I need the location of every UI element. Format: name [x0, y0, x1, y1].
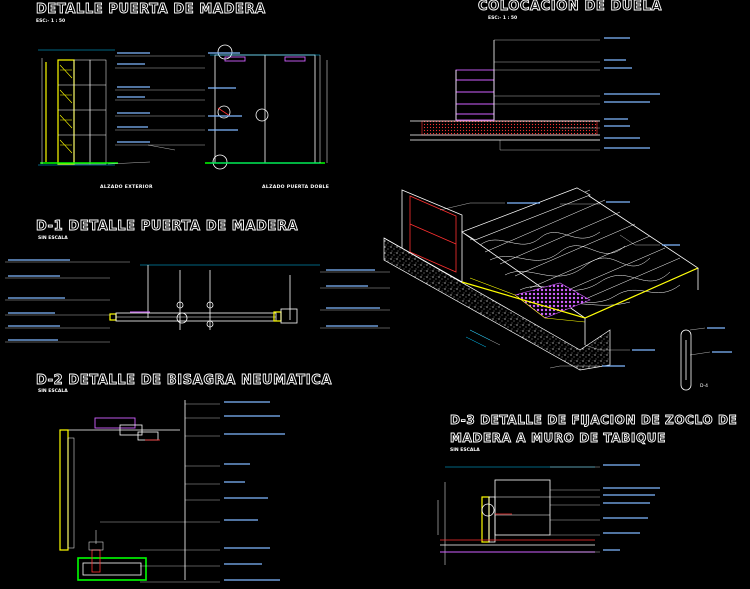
drawing-colocacion-duela	[410, 39, 600, 151]
caption-alzado-exterior: ALZADO EXTERIOR	[100, 184, 153, 190]
scale-d3: SIN ESCALA	[450, 447, 480, 453]
scale-d2: SIN ESCALA	[38, 388, 68, 394]
title-colocacion-duela: COLOCACION DE DUELA	[478, 0, 662, 14]
title-detalle-puerta: DETALLE PUERTA DE MADERA	[36, 2, 266, 17]
section-d2: D-2 DETALLE DE BISAGRA NEUMATICA SIN ESC…	[36, 373, 332, 583]
section-d1: D-1 DETALLE PUERTA DE MADERA SIN ESCALA	[5, 219, 390, 343]
annotation-marks	[8, 37, 732, 581]
tag-d4: D-4	[700, 383, 708, 389]
drawing-isometric-floor	[383, 187, 699, 371]
scale-colocacion-duela: ESC:- 1 : 50	[488, 15, 517, 21]
caption-alzado-puerta-doble: ALZADO PUERTA DOBLE	[262, 184, 329, 190]
title-d3-line1: D-3 DETALLE DE FIJACION DE ZOCLO DE	[450, 413, 737, 427]
drawing-d4: D-4	[680, 327, 711, 391]
drawing-d2-hinge	[59, 400, 220, 583]
drawing-alzado-puerta-doble	[205, 44, 328, 170]
title-d2: D-2 DETALLE DE BISAGRA NEUMATICA	[36, 373, 332, 388]
title-d1: D-1 DETALLE PUERTA DE MADERA	[36, 219, 298, 234]
drawing-d1-door-section	[5, 261, 390, 343]
section-d3: D-3 DETALLE DE FIJACION DE ZOCLO DE MADE…	[437, 413, 737, 565]
scale-detalle-puerta: ESC:- 1 : 50	[36, 18, 65, 24]
scale-d1: SIN ESCALA	[38, 235, 68, 241]
section-detalle-puerta: DETALLE PUERTA DE MADERA ESC:- 1 : 50	[36, 2, 329, 190]
drawing-d3-baseboard	[437, 466, 600, 565]
notes-detalle-puerta	[107, 55, 205, 165]
drawing-alzado-exterior	[38, 49, 118, 166]
title-d3-line2: MADERA A MURO DE TABIQUE	[450, 431, 666, 445]
section-colocacion-duela: COLOCACION DE DUELA ESC:- 1 : 50	[410, 0, 662, 151]
